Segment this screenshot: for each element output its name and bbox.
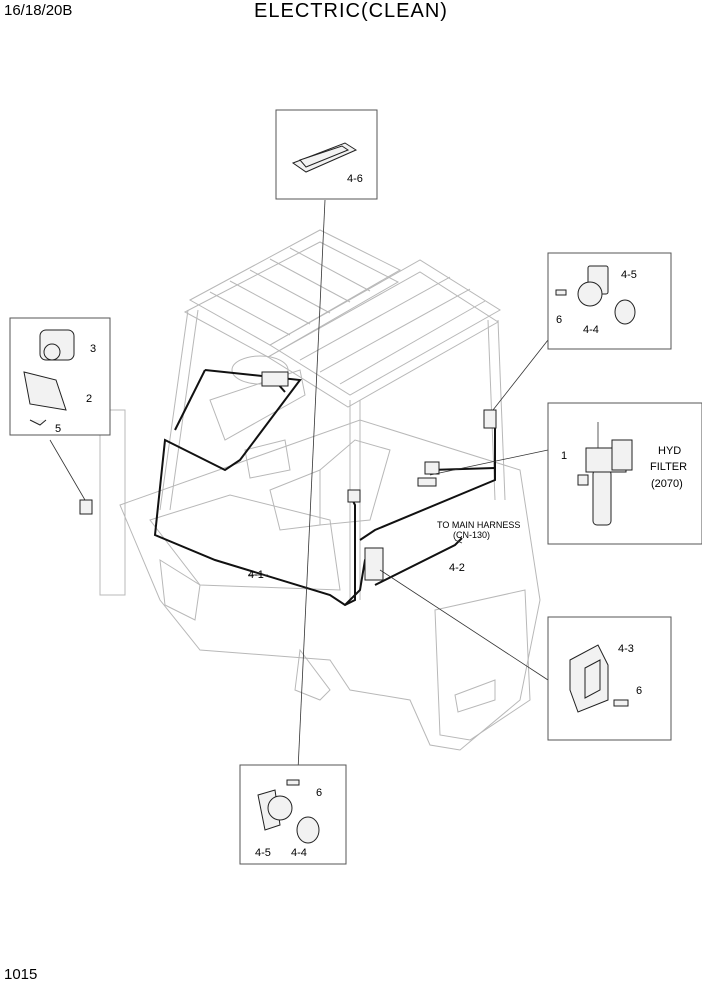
callout-4-2: 4-2	[449, 562, 465, 574]
page-title: ELECTRIC(CLEAN)	[254, 0, 448, 22]
leader-lines	[49, 199, 549, 771]
horn-part	[23, 329, 75, 426]
relay-block	[417, 477, 437, 487]
connector-block-part	[569, 644, 629, 713]
callout-2: 2	[86, 393, 92, 405]
detail-box-hyd-filter	[547, 402, 702, 545]
callout-4-4: 4-4	[583, 324, 599, 336]
lamp-socket-part	[555, 265, 636, 325]
relay-block	[424, 461, 440, 475]
grommet-part	[291, 142, 358, 173]
callout-5: 5	[55, 423, 61, 435]
connector-small	[483, 409, 497, 429]
detail-box-right-lower	[547, 616, 672, 741]
callout-4-5: 4-5	[621, 269, 637, 281]
callout-4-5b: 4-5	[255, 847, 271, 859]
callout-6c: 6	[316, 787, 322, 799]
harness-note-line2: (CN-130)	[453, 530, 490, 540]
bracket-clip	[79, 499, 93, 515]
harness-note-line1: TO MAIN HARNESS	[437, 520, 520, 530]
connector-small	[347, 489, 361, 503]
connector-block	[364, 547, 384, 581]
callout-6: 6	[556, 314, 562, 326]
callout-3: 3	[90, 343, 96, 355]
hyd-label-2: FILTER	[650, 461, 687, 473]
detail-box-right-upper	[547, 252, 672, 350]
hyd-label-1: HYD	[658, 445, 681, 457]
model-code: 16/18/20B	[4, 2, 73, 19]
callout-4-1: 4-1	[248, 569, 264, 581]
callout-1: 1	[561, 450, 567, 462]
callout-4-4b: 4-4	[291, 847, 307, 859]
hyd-label-3: (2070)	[651, 478, 683, 490]
hyd-filter-part	[577, 422, 633, 526]
page-number: 1015	[4, 966, 38, 983]
callout-4-6: 4-6	[347, 173, 363, 185]
callout-6b: 6	[636, 685, 642, 697]
callout-4-3: 4-3	[618, 643, 634, 655]
lamp-socket-part-2	[257, 779, 320, 844]
forklift-outline	[99, 229, 541, 751]
switch-cluster	[261, 371, 289, 387]
